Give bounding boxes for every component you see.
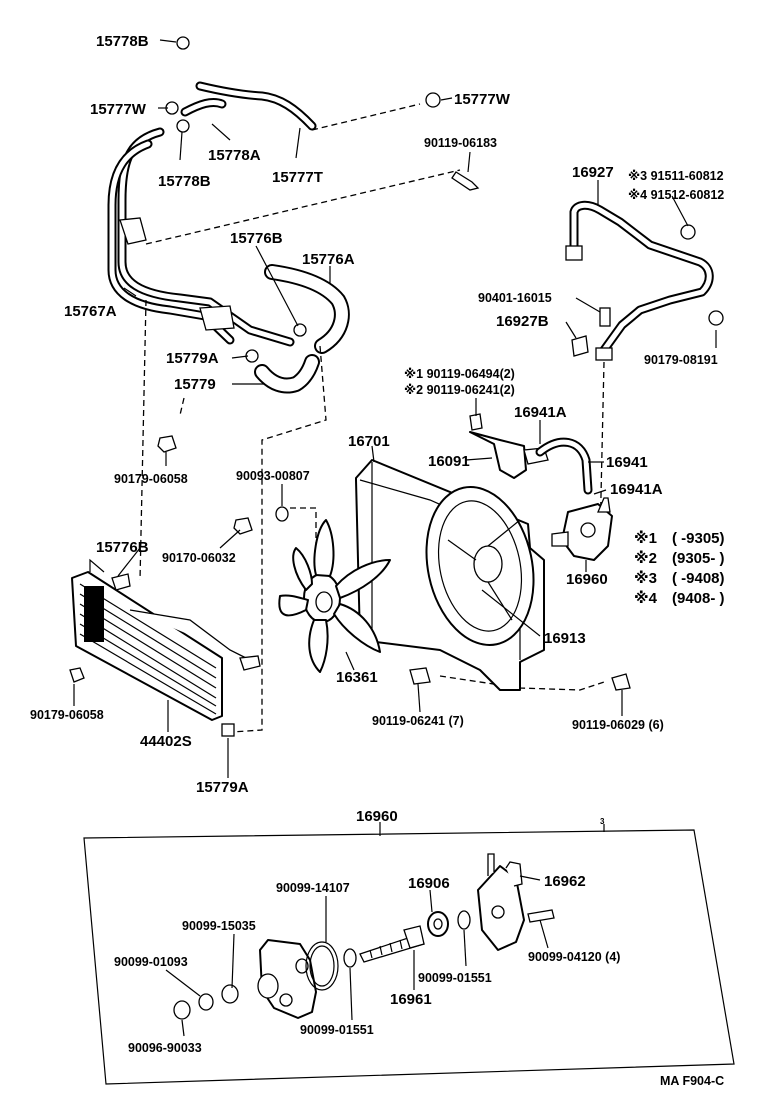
bolt-icon bbox=[451, 171, 480, 191]
label-90099-14107: 90099-14107 bbox=[276, 881, 350, 895]
label-90179-06058-top: 90179-06058 bbox=[114, 472, 188, 486]
label-15777w-left: 15777W bbox=[90, 101, 147, 118]
label-90096-90033: 90096-90033 bbox=[128, 1041, 202, 1055]
label-90179-08191: 90179-08191 bbox=[644, 353, 718, 367]
label-box-mark: 3 bbox=[600, 817, 605, 826]
label-15779a-bot: 15779A bbox=[196, 779, 249, 796]
fan-16361 bbox=[278, 519, 391, 673]
label-16091: 16091 bbox=[428, 453, 470, 470]
legend-range-1: ( -9305) bbox=[672, 530, 725, 547]
label-91511-60812: ※3 91511-60812 bbox=[628, 169, 724, 183]
label-15778b-top: 15778B bbox=[96, 33, 149, 50]
label-15778b-mid: 15778B bbox=[158, 173, 211, 190]
label-16927b: 16927B bbox=[496, 313, 549, 330]
label-90119-06183: 90119-06183 bbox=[424, 136, 497, 150]
legend-range-2: (9305- ) bbox=[672, 550, 725, 567]
label-90119-06494: ※1 90119-06494(2) bbox=[404, 367, 515, 381]
label-90401-16015: 90401-16015 bbox=[478, 291, 552, 305]
label-16927: 16927 bbox=[572, 164, 614, 181]
label-90093-00807: 90093-00807 bbox=[236, 469, 310, 483]
fan-shroud-16701 bbox=[355, 459, 545, 691]
label-90119-06029: 90119-06029 (6) bbox=[572, 718, 664, 732]
label-90099-04120: 90099-04120 (4) bbox=[528, 950, 620, 964]
label-16361: 16361 bbox=[336, 669, 378, 686]
part-labels: 15778B 15777W 15777W 15778A 15778B 15777… bbox=[30, 33, 724, 1088]
label-90099-01551-right: 90099-01551 bbox=[418, 971, 492, 985]
exploded-box bbox=[83, 822, 735, 1085]
label-16941a-top: 16941A bbox=[514, 404, 567, 421]
label-15776b-top: 15776B bbox=[230, 230, 283, 247]
label-15779: 15779 bbox=[174, 376, 216, 393]
label-15776a: 15776A bbox=[302, 251, 355, 268]
label-90099-15035: 90099-15035 bbox=[182, 919, 256, 933]
hose-clamp-icon bbox=[165, 36, 441, 363]
label-90179-06058-bot: 90179-06058 bbox=[30, 708, 104, 722]
label-15778a: 15778A bbox=[208, 147, 261, 164]
label-91512-60812: ※4 91512-60812 bbox=[628, 188, 724, 202]
oil-cooler-hose-assembly bbox=[107, 36, 441, 394]
legend-range-4: (9408- ) bbox=[672, 590, 725, 607]
legend-mark-2: ※2 bbox=[634, 549, 657, 567]
seal-icon bbox=[173, 1000, 191, 1020]
label-16941: 16941 bbox=[606, 454, 648, 471]
vsv-16091 bbox=[469, 431, 549, 479]
label-44402s: 44402S bbox=[140, 733, 192, 750]
water-pump-16960-small bbox=[551, 497, 613, 561]
label-90119-06241-2: ※2 90119-06241(2) bbox=[404, 383, 515, 397]
legend: ※1 ( -9305) ※2 (9305- ) ※3 ( -9408) ※4 (… bbox=[634, 529, 725, 607]
label-16701: 16701 bbox=[348, 433, 390, 450]
label-16961: 16961 bbox=[390, 991, 432, 1008]
washer-icon bbox=[275, 506, 289, 522]
leader-lines bbox=[73, 39, 717, 778]
cooler-pipe-16927 bbox=[565, 200, 724, 361]
label-16906: 16906 bbox=[408, 875, 450, 892]
footer-code: MA F904-C bbox=[660, 1074, 724, 1088]
label-90099-01093: 90099-01093 bbox=[114, 955, 188, 969]
label-15776b-mid: 15776B bbox=[96, 539, 149, 556]
legend-mark-1: ※1 bbox=[634, 529, 657, 547]
label-90170-06032: 90170-06032 bbox=[162, 551, 236, 565]
label-90119-06241-7: 90119-06241 (7) bbox=[372, 714, 464, 728]
legend-range-3: ( -9408) bbox=[672, 570, 725, 587]
label-16962: 16962 bbox=[544, 873, 586, 890]
oil-cooler-44402s bbox=[71, 558, 251, 721]
label-16913: 16913 bbox=[544, 630, 586, 647]
legend-mark-4: ※4 bbox=[634, 589, 658, 607]
label-15777t: 15777T bbox=[272, 169, 323, 186]
nut-icon bbox=[69, 435, 253, 737]
fitting-icon bbox=[111, 413, 631, 691]
legend-mark-3: ※3 bbox=[634, 569, 657, 587]
label-16960-side: 16960 bbox=[566, 571, 608, 588]
label-15767a: 15767A bbox=[64, 303, 117, 320]
label-90099-01551-bot: 90099-01551 bbox=[300, 1023, 374, 1037]
label-16960-box: 16960 bbox=[356, 808, 398, 825]
label-15779a-top: 15779A bbox=[166, 350, 219, 367]
label-15777w-right: 15777W bbox=[454, 91, 511, 108]
label-16941a-bot: 16941A bbox=[610, 481, 663, 498]
